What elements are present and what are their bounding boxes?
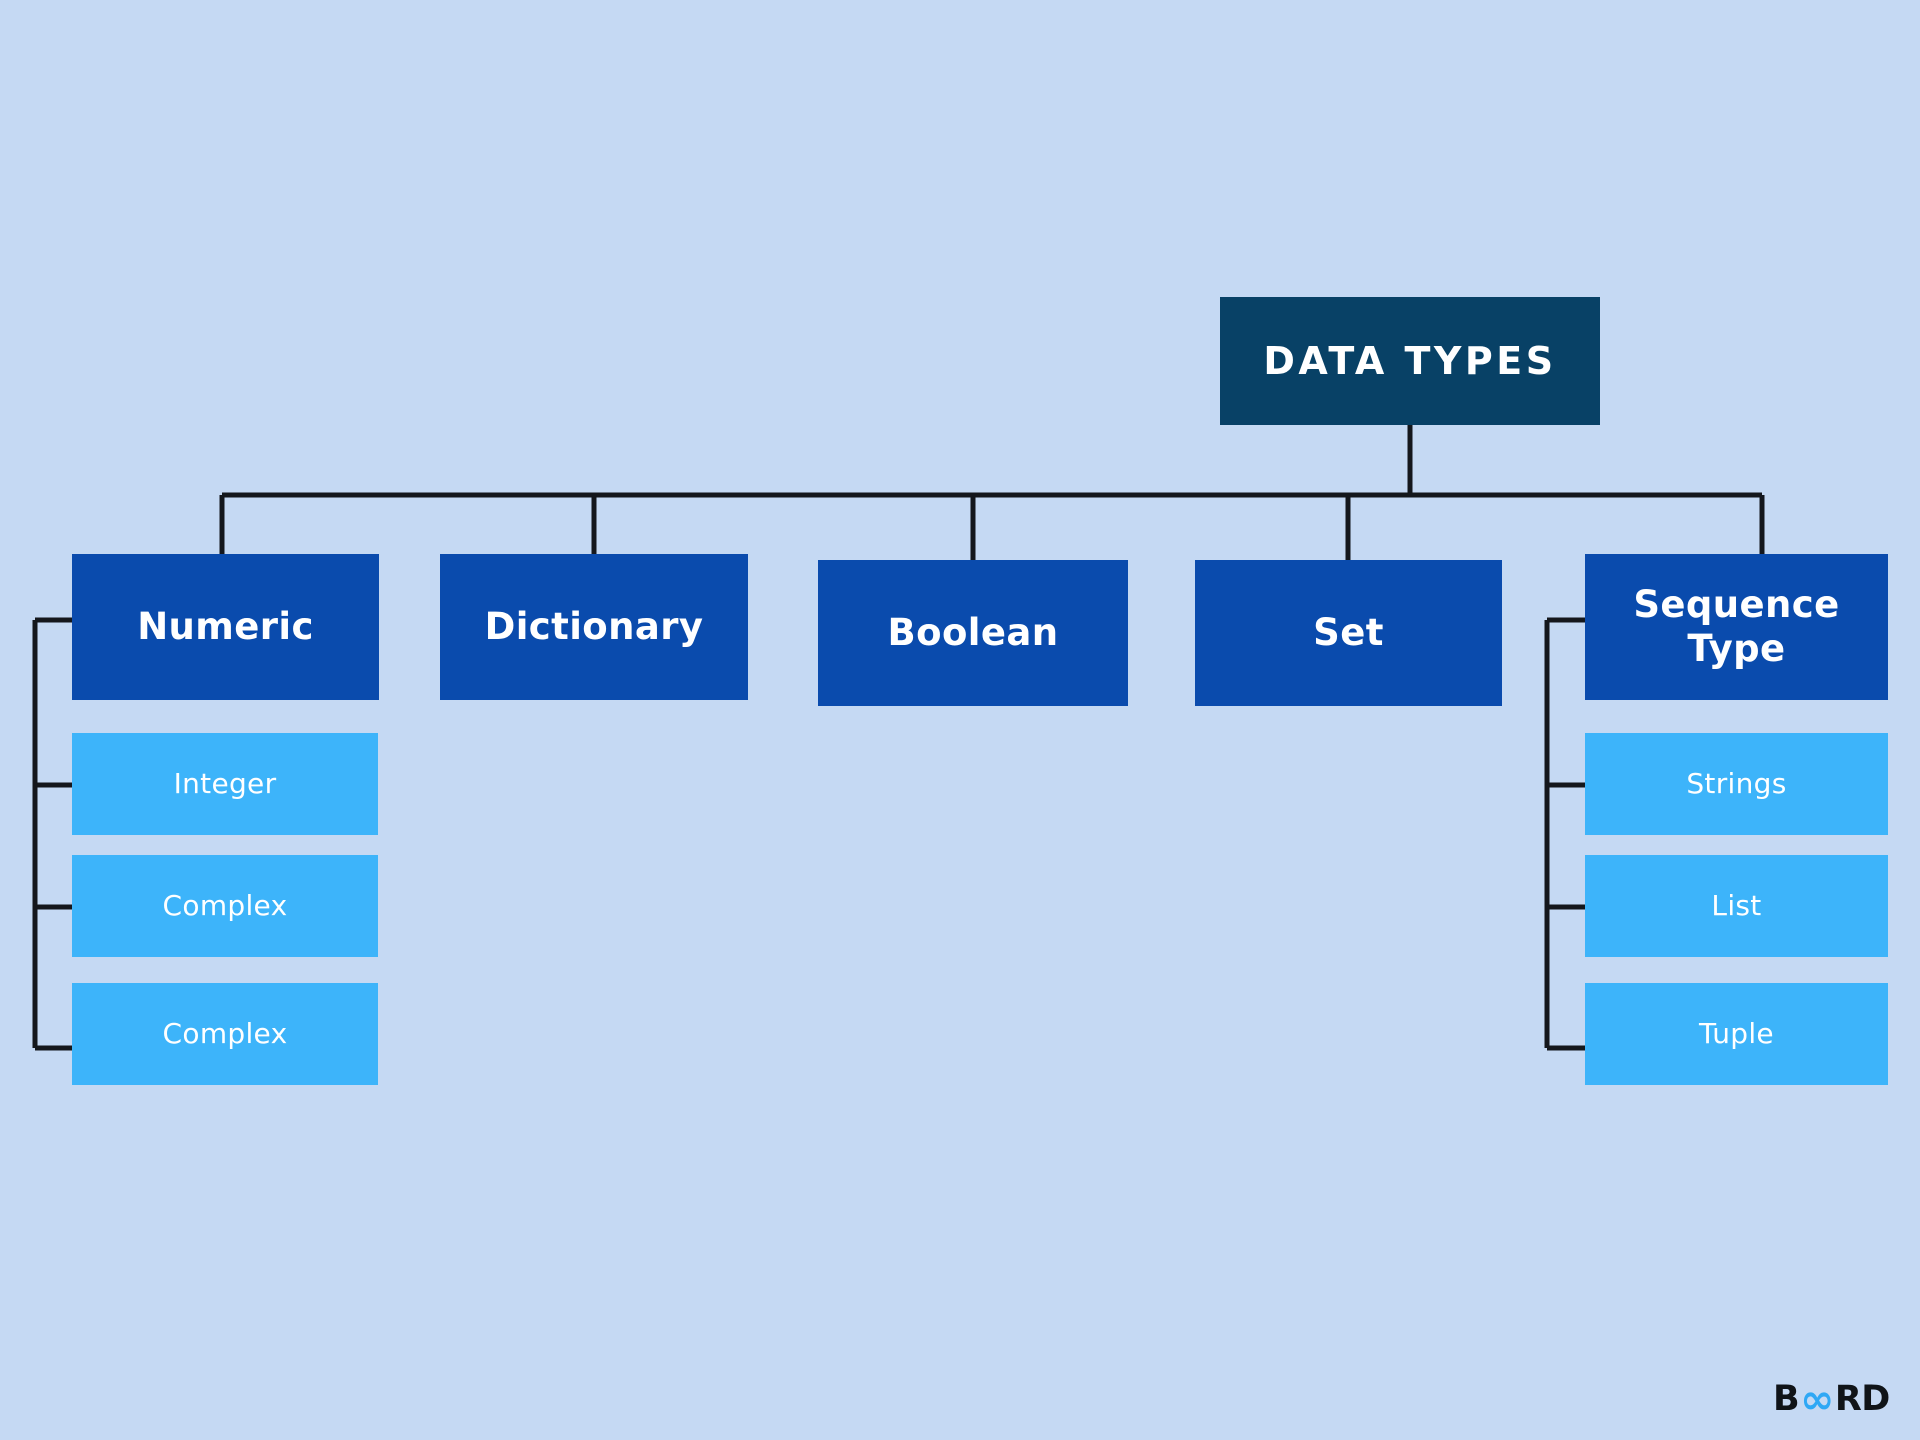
node-label: Complex: [162, 1017, 288, 1051]
node-label: Sequence Type: [1633, 583, 1840, 670]
logo-prefix: B: [1773, 1378, 1800, 1419]
infinity-icon: ∞: [1800, 1375, 1834, 1423]
node-dictionary[interactable]: Dictionary: [440, 554, 748, 700]
node-label: Tuple: [1699, 1017, 1774, 1051]
logo-suffix: RD: [1834, 1378, 1891, 1419]
board-logo: B ∞ RD: [1773, 1375, 1891, 1423]
node-label: Boolean: [887, 611, 1059, 655]
node-label: DATA TYPES: [1263, 338, 1557, 383]
node-strings[interactable]: Strings: [1585, 733, 1888, 835]
node-data-types[interactable]: DATA TYPES: [1220, 297, 1600, 425]
node-label: List: [1711, 889, 1762, 923]
node-tuple[interactable]: Tuple: [1585, 983, 1888, 1085]
node-list[interactable]: List: [1585, 855, 1888, 957]
node-sequence-type[interactable]: Sequence Type: [1585, 554, 1888, 700]
node-label: Integer: [173, 767, 277, 801]
node-label: Set: [1313, 611, 1384, 655]
node-numeric[interactable]: Numeric: [72, 554, 379, 700]
node-integer[interactable]: Integer: [72, 733, 378, 835]
node-label: Numeric: [137, 605, 314, 649]
node-label: Dictionary: [484, 605, 704, 649]
node-boolean[interactable]: Boolean: [818, 560, 1128, 706]
node-set[interactable]: Set: [1195, 560, 1502, 706]
node-complex-1[interactable]: Complex: [72, 855, 378, 957]
node-label: Strings: [1686, 767, 1787, 801]
node-complex-2[interactable]: Complex: [72, 983, 378, 1085]
node-label: Complex: [162, 889, 288, 923]
